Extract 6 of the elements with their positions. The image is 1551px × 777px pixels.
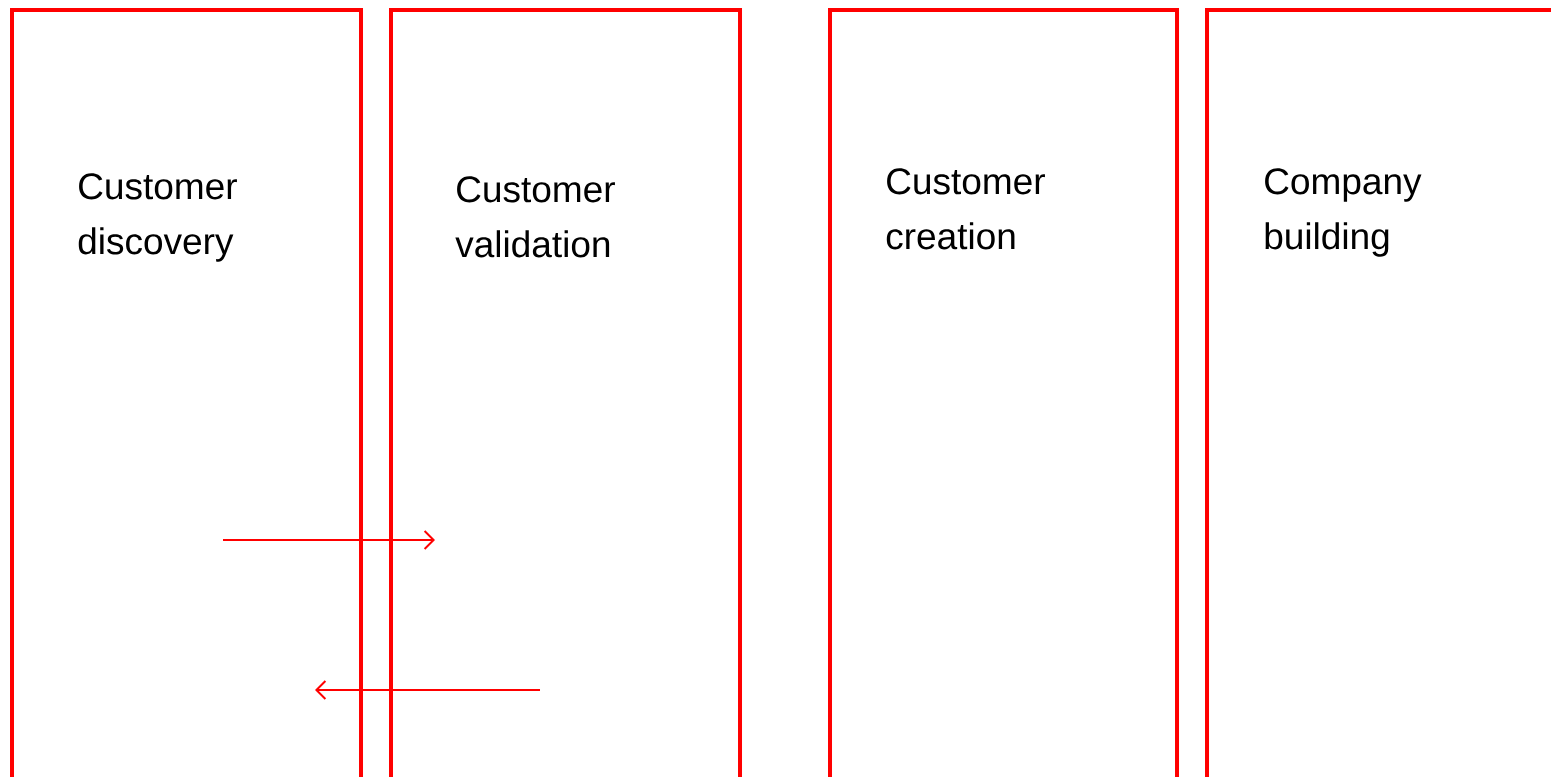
column-box: Customer validation [389, 8, 742, 777]
column-box: Customer creation [828, 8, 1179, 777]
column-box: Customer discovery [10, 8, 363, 777]
arrow [222, 530, 435, 550]
arrow [315, 680, 541, 700]
column-box: Company building [1205, 8, 1551, 777]
